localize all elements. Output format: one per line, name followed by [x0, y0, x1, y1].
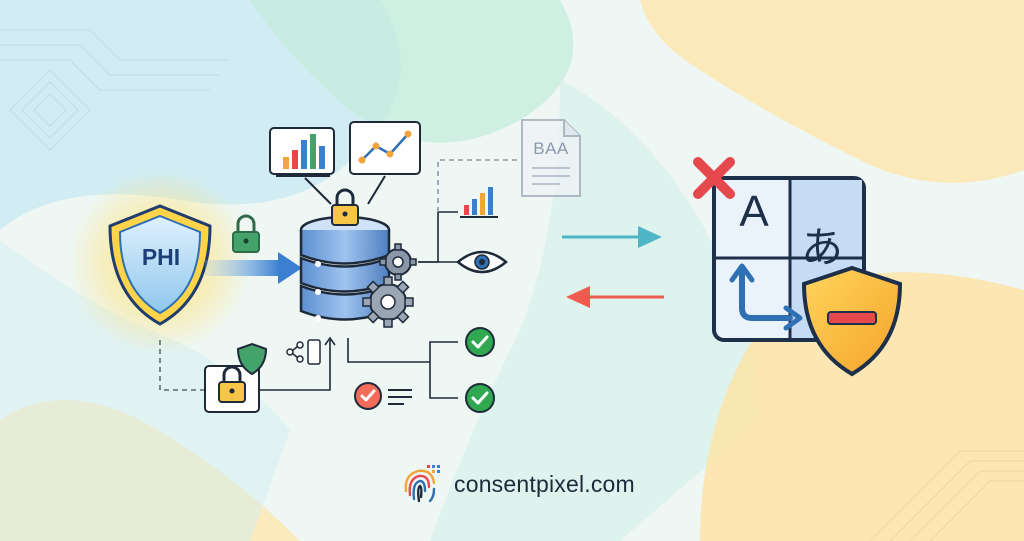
japanese-letter-label: あ — [800, 223, 843, 272]
baa-document-icon — [521, 119, 581, 197]
phi-label: PHI — [141, 244, 181, 270]
dashed-connector — [159, 340, 205, 391]
padlock-icon — [232, 214, 260, 253]
fingerprint-logo-icon — [404, 465, 440, 503]
x-mark-icon — [693, 157, 735, 199]
baa-label: BAA — [533, 139, 569, 158]
brand-text[interactable]: consentpixel.com — [454, 470, 635, 497]
database-lock-icon — [331, 188, 359, 226]
line-chart-icon — [349, 121, 421, 205]
arrow-right-icon — [562, 226, 662, 248]
eye-icon — [456, 250, 508, 274]
database-connectors — [347, 159, 520, 399]
brand: consentpixel.com — [398, 460, 635, 508]
checklist-icon — [354, 382, 412, 410]
database-icon — [299, 215, 391, 321]
latin-letter-label: A — [739, 187, 769, 236]
warning-shield-icon — [801, 265, 903, 377]
bar-chart-icon — [269, 127, 335, 205]
flow-arrow-phi-to-database — [205, 252, 302, 284]
phi-shield-icon — [68, 170, 252, 354]
check-circle-icon — [465, 327, 495, 413]
gear-icon — [362, 243, 417, 328]
arrow-left-icon — [566, 286, 664, 308]
mini-bar-chart-icon — [460, 187, 498, 218]
access-control-icon — [204, 336, 336, 413]
